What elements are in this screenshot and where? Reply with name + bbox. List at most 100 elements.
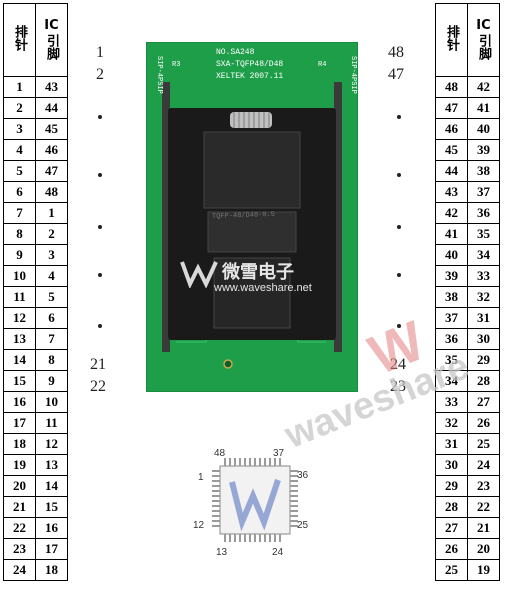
pin-label-48: 48 [388,44,404,61]
header-col2-line1: IC [44,17,59,33]
header-col2-line2: 引脚 [476,33,491,60]
ic-pin-number: 29 [467,349,500,371]
header-pin-number: 6 [3,181,36,203]
ic-pin-number: 14 [35,475,68,497]
ic-pin-number: 16 [35,517,68,539]
chip-label-36: 36 [297,470,309,481]
header-pin-number: 41 [435,223,468,245]
ic-pin-number: 37 [467,181,500,203]
ic-pin-number: 9 [35,370,68,392]
header-pin-number: 25 [435,559,468,581]
ic-pin-number: 21 [467,517,500,539]
ellipsis-dot [98,324,102,328]
pin-label-23: 23 [390,378,406,395]
header-pin-number: 45 [435,139,468,161]
header-pin-number: 11 [3,286,36,308]
ic-pin-number: 35 [467,223,500,245]
ellipsis-dot [98,225,102,229]
ic-pin-number: 27 [467,391,500,413]
ic-pin-number: 15 [35,496,68,518]
pcb-socket-board: NO.SA248 SXA-TQFP48/D48 XELTEK 2007.11 R… [146,42,358,392]
header-pin-header: 排针 [435,3,468,77]
right-pin-header [334,82,342,352]
socket-spring [230,112,272,128]
header-pin-number: 16 [3,391,36,413]
header-pin-number: 23 [3,538,36,560]
chip-label-13: 13 [216,547,228,558]
ic-pin-number: 23 [467,475,500,497]
ic-pin-number: 47 [35,160,68,182]
ic-pin-number: 40 [467,118,500,140]
ic-pin-number: 1 [35,202,68,224]
ic-pin-number: 13 [35,454,68,476]
header-col2-line1: IC [476,17,491,33]
ic-pin-number: 41 [467,97,500,119]
ic-pin-number: 2 [35,223,68,245]
header-pin-number: 5 [3,160,36,182]
pin-label-24: 24 [390,356,406,373]
waveshare-logo-icon [180,258,220,290]
header-pin-number: 3 [3,118,36,140]
header-pin-number: 26 [435,538,468,560]
header-pin-number: 19 [3,454,36,476]
header-pin-number: 17 [3,412,36,434]
chip-label-25: 25 [297,520,309,531]
header-pin-number: 13 [3,328,36,350]
header-pin-number: 31 [435,433,468,455]
brand-url-text: www.waveshare.net [214,282,312,294]
header-pin-number: 7 [3,202,36,224]
ic-pin-number: 33 [467,265,500,287]
tqfp48-chip-diagram [212,458,298,542]
chip-label-12: 12 [193,520,205,531]
header-pin-number: 46 [435,118,468,140]
header-pin-number: 47 [435,97,468,119]
ic-pin-number: 3 [35,244,68,266]
pin-label-2: 2 [96,66,104,83]
ellipsis-dot [98,115,102,119]
ic-pin-number: 30 [467,328,500,350]
silk-line1: NO.SA248 [216,48,255,57]
ic-pin-number: 4 [35,265,68,287]
header-pin-number: 1 [3,76,36,98]
header-pin-number: 44 [435,160,468,182]
header-pin-number: 28 [435,496,468,518]
header-ic-pin: IC 引脚 [35,3,68,77]
header-pin-number: 2 [3,97,36,119]
header-pin-number: 27 [435,517,468,539]
ic-pin-number: 32 [467,286,500,308]
header-pin-number: 37 [435,307,468,329]
chip-pins [212,458,298,542]
header-pin-number: 30 [435,454,468,476]
ellipsis-dot [397,225,401,229]
header-pin-number: 29 [435,475,468,497]
silk-line3: XELTEK 2007.11 [216,72,283,81]
ellipsis-dot [397,324,401,328]
ic-pin-number: 12 [35,433,68,455]
ic-pin-number: 45 [35,118,68,140]
ellipsis-dot [397,115,401,119]
ic-pin-number: 31 [467,307,500,329]
ellipsis-dot [98,173,102,177]
